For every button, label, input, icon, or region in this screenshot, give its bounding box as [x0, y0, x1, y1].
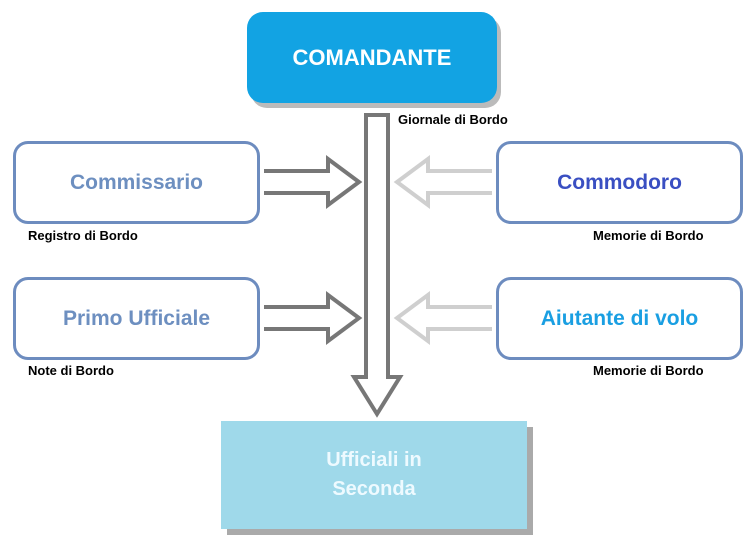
- role-label: Primo Ufficiale: [62, 306, 211, 330]
- role-label: Commodoro: [557, 170, 682, 194]
- main-down-arrow: [350, 113, 404, 418]
- commander-output-label: Giornale di Bordo: [398, 112, 508, 127]
- role-box-aiutante-di-volo: Aiutante di volo: [496, 277, 743, 360]
- arrow-aiutante: [393, 291, 492, 345]
- arrow-commissario: [264, 155, 363, 209]
- role-note: Memorie di Bordo: [593, 228, 704, 243]
- target-label-line1: Ufficiali in: [326, 449, 422, 471]
- role-box-primo-ufficiale: Primo Ufficiale: [13, 277, 260, 360]
- target-label-line2: Seconda: [332, 478, 416, 500]
- arrow-primo-ufficiale: [264, 291, 363, 345]
- target-box: Ufficiali in Seconda: [221, 421, 527, 529]
- role-label: Aiutante di volo: [540, 306, 699, 330]
- commander-label: COMANDANTE: [292, 44, 452, 70]
- role-note: Registro di Bordo: [28, 228, 138, 243]
- role-note: Note di Bordo: [28, 363, 114, 378]
- role-box-commissario: Commissario: [13, 141, 260, 224]
- arrow-commodoro: [393, 155, 492, 209]
- role-note: Memorie di Bordo: [593, 363, 704, 378]
- commander-box: COMANDANTE: [247, 12, 497, 103]
- role-box-commodoro: Commodoro: [496, 141, 743, 224]
- role-label: Commissario: [69, 170, 204, 194]
